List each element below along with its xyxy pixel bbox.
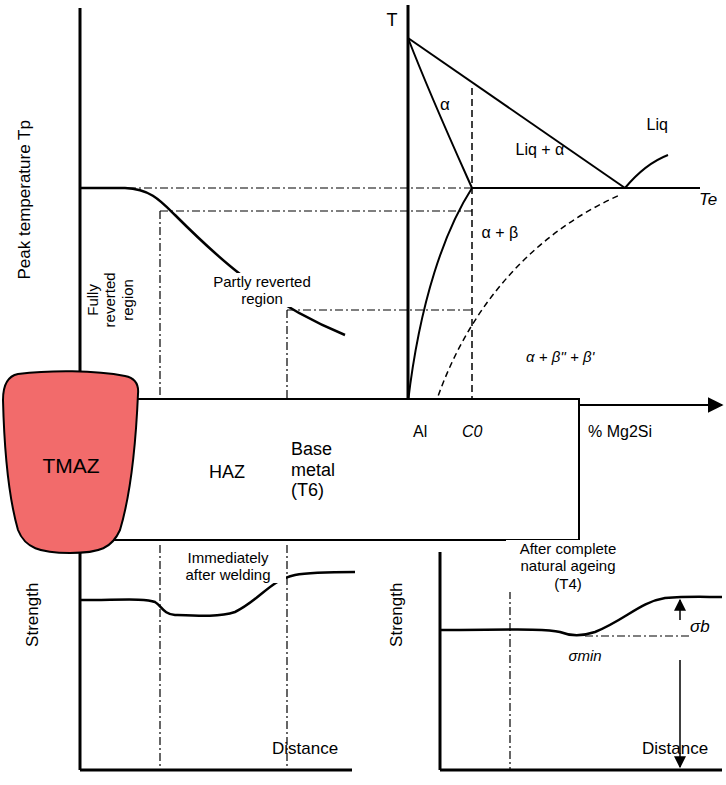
axis-title: Distance	[642, 739, 708, 759]
phase-label: Liq	[647, 116, 668, 134]
zone-name: TMAZ	[42, 454, 99, 478]
axis-title: Strength	[23, 583, 43, 647]
tmaz-zone: TMAZ	[0, 370, 142, 556]
weld-strip: HAZ Base metal (T6)	[60, 398, 580, 541]
axis-tick: Al	[413, 423, 427, 441]
region-label: Fully reverted region	[84, 255, 136, 345]
phase-label: Liq + α	[516, 141, 565, 159]
composition-label: C0	[462, 423, 482, 441]
plot-title: Immediately after welding	[171, 549, 286, 584]
axis-title: Distance	[272, 739, 338, 759]
axis-title: T	[387, 10, 398, 31]
axis-title: Strength	[387, 583, 407, 647]
axis-title: Peak temperature Tp	[14, 120, 34, 279]
phase-label: α + β'' + β'	[526, 348, 594, 365]
zone-name: HAZ	[209, 462, 245, 483]
temperature-label: Te	[699, 190, 717, 210]
strength-label: σb	[690, 617, 710, 637]
region-label: Partly reverted region	[207, 273, 317, 308]
phase-label: α + β	[482, 224, 519, 242]
axis-title: % Mg2Si	[588, 423, 652, 441]
region-name: Base metal (T6)	[291, 439, 353, 501]
plot-title: After complete natural ageing (T4)	[506, 540, 631, 592]
strength-label: σmin	[569, 647, 602, 664]
phase-label: α	[440, 95, 450, 115]
